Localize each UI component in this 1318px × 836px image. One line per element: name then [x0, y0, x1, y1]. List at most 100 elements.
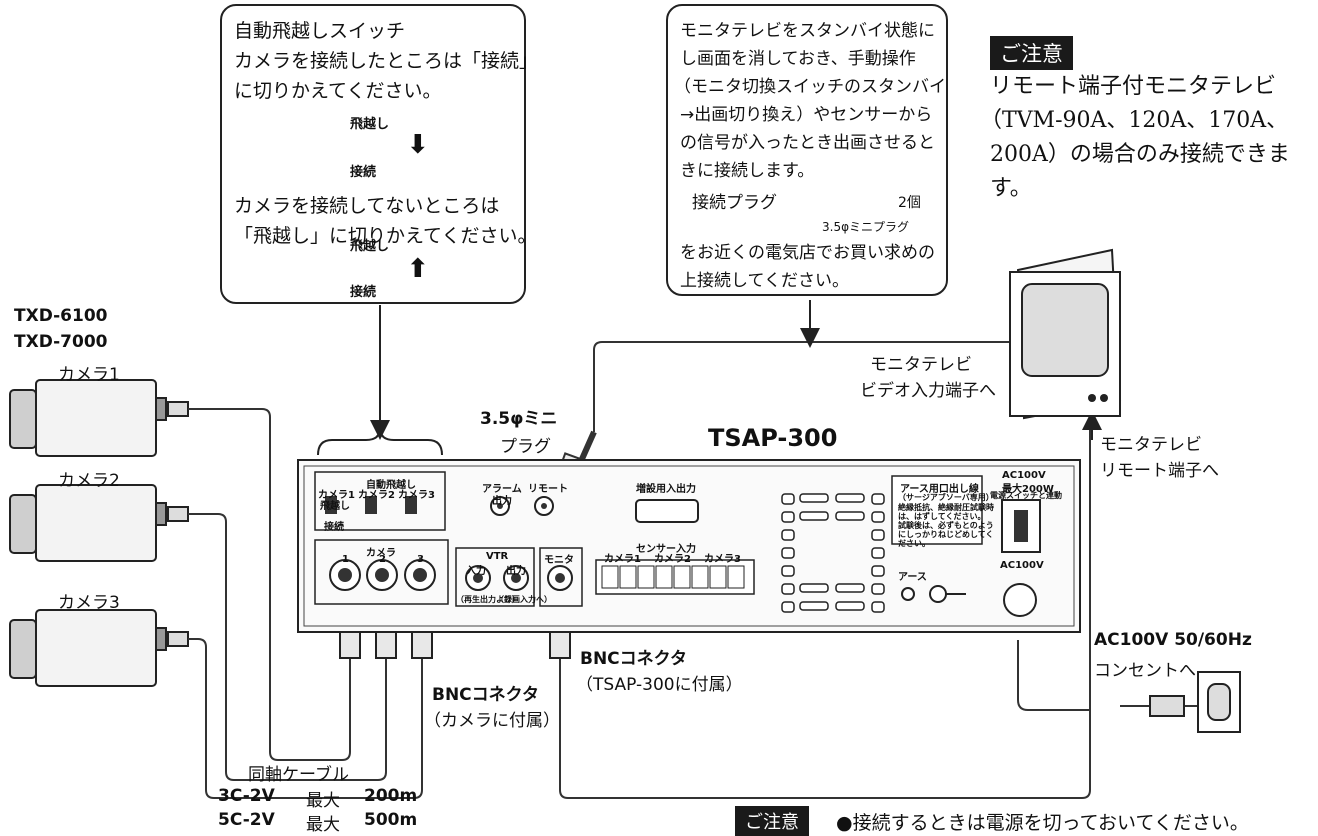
panel-remote: リモート — [528, 484, 568, 495]
panel-earth-note5: ださい。 — [898, 539, 930, 548]
panel-out: 出力 — [492, 496, 512, 507]
panel-cam-num-1: 1 — [342, 554, 349, 565]
up-arrow-icon: ⬆ — [407, 254, 429, 284]
notice-line4: す。 — [990, 176, 1032, 201]
remote-callout: モニタテレビをスタンバイ状態に し画面を消しておき、手動操作 （モニタ切換スイッ… — [666, 4, 948, 296]
panel-vtr: VTR — [486, 551, 509, 562]
panel-expansion: 増設用入出力 — [636, 484, 696, 495]
switch-skip-label-2: 飛越し — [350, 239, 390, 254]
bnc-device-line2: （TSAP-300に付属） — [576, 675, 743, 695]
power-line1: AC100V 50/60Hz — [1094, 630, 1252, 650]
cable-row1-length: 200m — [364, 786, 418, 806]
bnc-camera-line2: （カメラに付属） — [424, 711, 560, 731]
panel-auto-skip: 自動飛越し — [366, 480, 416, 491]
remote-line1: モニタテレビをスタンバイ状態に — [680, 21, 935, 41]
camera-1-illustration — [9, 379, 189, 457]
panel-monitor: モニタ — [544, 555, 574, 566]
notice-line2: （TVM-90A、120A、170A、 — [980, 108, 1289, 133]
plug-type: 3.5φミニプラグ — [822, 220, 910, 234]
bottom-notice-text: ●接続するときは電源を切っておいてください。 — [836, 812, 1249, 834]
camera-2-illustration — [9, 484, 189, 562]
panel-earth-title: アース用口出し線 — [900, 484, 979, 495]
camera-3-label: カメラ3 — [58, 593, 120, 613]
panel-alarm: アラーム — [482, 484, 522, 495]
bnc-device-line1: BNCコネクタ — [580, 649, 687, 669]
panel-earth-note1: 絶縁抵抗、絶縁耐圧試験時 — [898, 503, 994, 512]
monitor-video-line1: モニタテレビ — [870, 355, 972, 375]
switch-connect-label-1: 接続 — [350, 165, 377, 180]
bottom-notice-badge: ご注意 — [735, 806, 809, 836]
power-outlet-illustration — [1149, 671, 1241, 733]
monitor-remote-line1: モニタテレビ — [1100, 435, 1202, 455]
panel-ac-rating1: AC100V — [1002, 470, 1046, 481]
plug-label: 接続プラグ — [692, 193, 777, 213]
panel-sensor-cam-1: カメラ1 — [604, 554, 641, 565]
plug-label-line1: 3.5φミニ — [480, 409, 558, 429]
model-line2: TXD-7000 — [14, 332, 108, 352]
panel-sensor-cam-3: カメラ3 — [704, 554, 741, 565]
panel-ac-rating2: 最大200W — [1002, 484, 1054, 495]
panel-vtr-in: 入力 — [466, 566, 486, 577]
panel-cam-sw-1: カメラ1 — [318, 490, 355, 501]
auto-skip-line1: 自動飛越しスイッチ — [234, 20, 406, 42]
panel-ac-in: AC100V — [1000, 560, 1044, 571]
monitor-tv-illustration — [1009, 248, 1122, 420]
panel-cam-num-2: 2 — [379, 554, 386, 565]
auto-skip-line4: カメラを接続してないところは — [234, 195, 500, 217]
panel-cam-sw-3: カメラ3 — [398, 490, 435, 501]
panel-sensor-cam-2: カメラ2 — [654, 554, 691, 565]
remote-line3: （モニタ切換スイッチのスタンバイ — [674, 77, 946, 97]
auto-skip-line3: に切りかえてください。 — [234, 80, 442, 102]
cable-title: 同軸ケーブル — [248, 765, 349, 785]
panel-earth-note2: は、はずしてください。 — [898, 512, 986, 521]
remote-line2: し画面を消しておき、手動操作 — [680, 49, 916, 69]
panel-sensor-input: センサー入力 — [636, 544, 696, 555]
auto-skip-line5: 「飛越し」に切りかえてください。 — [234, 225, 537, 247]
panel-earth-note4: にしっかりねじどめしてく — [898, 530, 994, 539]
panel-cam-sw-2: カメラ2 — [358, 490, 395, 501]
auto-skip-line2: カメラを接続したところは「接続」 — [234, 50, 539, 72]
panel-vtr-out-note: （録画入力へ） — [496, 595, 552, 604]
plug-count: 2個 — [898, 195, 921, 211]
monitor-video-line2: ビデオ入力端子へ — [860, 381, 996, 401]
down-arrow-icon: ⬇ — [407, 130, 429, 160]
remote-line5: の信号が入ったとき出画させると — [680, 133, 935, 153]
panel-earth-note3: 試験後は、必ずもとのよう — [898, 521, 994, 530]
switch-skip-label-1: 飛越し — [350, 117, 390, 132]
power-line2: コンセントへ — [1094, 661, 1196, 681]
remote-line6: きに接続します。 — [680, 161, 815, 181]
switch-connect-label-2: 接続 — [350, 285, 377, 300]
panel-camera-group: カメラ — [366, 548, 396, 559]
remote-line8: 上接続してください。 — [680, 271, 849, 291]
panel-cam-num-3: 3 — [417, 554, 424, 565]
callout-pointers — [317, 300, 1102, 456]
panel-earth-sub: （サージアブソーバ専用） — [898, 493, 994, 502]
notice-line1: リモート端子付モニタテレビ — [990, 74, 1277, 99]
panel-earth: アース — [898, 572, 927, 583]
bnc-camera-line1: BNCコネクタ — [432, 685, 539, 705]
tsap-300-rear-panel — [297, 459, 1081, 633]
device-title: TSAP-300 — [708, 424, 838, 452]
panel-skip: 飛越し — [320, 501, 350, 512]
panel-connect: 接続 — [324, 522, 344, 533]
notice-badge: ご注意 — [990, 36, 1073, 70]
cable-row2-type: 5C-2V — [218, 810, 275, 830]
panel-vtr-out: 出力 — [506, 566, 526, 577]
plug-label-line2: プラグ — [500, 437, 551, 457]
monitor-remote-line2: リモート端子へ — [1100, 461, 1219, 481]
model-line1: TXD-6100 — [14, 306, 108, 326]
remote-line7: をお近くの電気店でお買い求めの — [680, 243, 935, 263]
cable-row2-length: 500m — [364, 810, 418, 830]
camera-3-illustration — [9, 609, 189, 687]
camera-2-label: カメラ2 — [58, 471, 120, 491]
notice-line3: 200A）の場合のみ接続できま — [990, 142, 1290, 167]
remote-line4: →出画切り換え）やセンサーから — [680, 105, 933, 125]
cable-row1-label: 最大 — [306, 791, 340, 811]
panel-ac-rating3: 電源スイッチと連動 — [990, 491, 1062, 500]
cable-row1-type: 3C-2V — [218, 786, 275, 806]
panel-vtr-in-note: （再生出力より） — [456, 595, 520, 604]
auto-skip-callout: 自動飛越しスイッチ カメラを接続したところは「接続」 に切りかえてください。 飛… — [220, 4, 538, 304]
cable-row2-label: 最大 — [306, 815, 340, 835]
camera-1-label: カメラ1 — [58, 365, 120, 385]
